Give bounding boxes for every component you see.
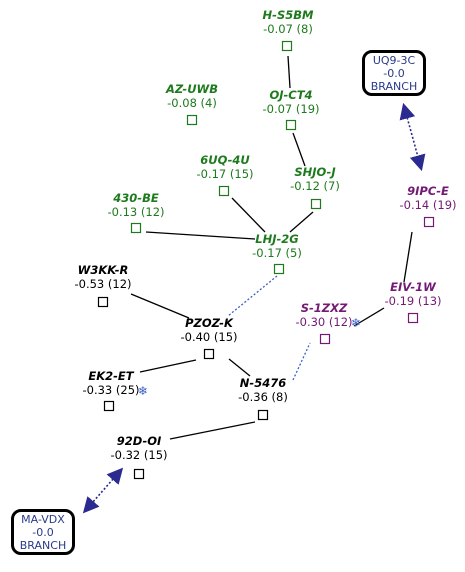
edge-ojct4-shjoj xyxy=(292,132,306,167)
node-shjoj[interactable]: SHJO-J-0.12 (7) xyxy=(290,165,340,210)
edge-n5476-s1zxz xyxy=(292,342,311,381)
node-value: -0.08 (4) xyxy=(167,96,217,110)
node-name: W3KK-R xyxy=(78,263,129,277)
branch-label: BRANCH xyxy=(19,538,67,552)
node-6uq4u[interactable]: 6UQ-4U-0.17 (15) xyxy=(196,153,254,197)
node-value: -0.30 (12) xyxy=(295,315,352,329)
edge-pzozk-n5476 xyxy=(228,358,251,377)
node-ojct4[interactable]: OJ-CT4-0.07 (19) xyxy=(262,88,320,131)
edge-eiv1w-9ipce xyxy=(403,231,413,283)
branch-value: -0.0 xyxy=(383,66,405,80)
node-value: -0.53 (12) xyxy=(74,277,131,291)
node-name: AZ-UWB xyxy=(165,82,218,96)
node-name: EK2-ET xyxy=(88,369,134,383)
node-marker xyxy=(103,400,115,412)
edge-lhj2g-pzozk xyxy=(227,275,278,317)
node-marker xyxy=(285,119,297,131)
node-marker xyxy=(218,185,230,197)
node-value: -0.13 (12) xyxy=(107,205,164,219)
node-name: 6UQ-4U xyxy=(200,153,250,167)
node-value: -0.17 (5) xyxy=(252,246,302,260)
node-n5476[interactable]: N-5476-0.36 (8) xyxy=(238,376,288,421)
node-value: -0.17 (15) xyxy=(196,167,253,181)
edge-w3kkr-pzozk xyxy=(130,293,190,319)
node-ek2et[interactable]: EK2-ET-0.33 (25)❄ xyxy=(82,369,148,412)
edge-s1zxz-eiv1w xyxy=(353,307,385,327)
node-hs5bm[interactable]: H-S5BM-0.07 (8) xyxy=(263,8,314,52)
node-value: -0.12 (7) xyxy=(290,179,340,193)
node-92doi[interactable]: 92D-OI-0.32 (15) xyxy=(110,434,168,480)
node-marker xyxy=(273,263,285,275)
node-marker xyxy=(257,409,269,421)
node-name: H-S5BM xyxy=(263,8,314,22)
node-name: OJ-CT4 xyxy=(269,88,312,102)
node-pzozk[interactable]: PZOZ-K-0.40 (15) xyxy=(180,316,238,360)
node-marker xyxy=(203,348,215,360)
node-value: -0.33 (25) xyxy=(82,383,139,397)
node-9ipce[interactable]: 9IPC-E-0.14 (19) xyxy=(399,184,457,228)
node-value: -0.40 (15) xyxy=(180,330,237,344)
node-marker xyxy=(97,296,109,308)
node-eiv1w[interactable]: EIV-1W-0.19 (13) xyxy=(384,280,442,324)
node-value: -0.14 (19) xyxy=(399,198,456,212)
node-marker xyxy=(186,114,198,126)
node-marker xyxy=(281,40,293,52)
edges xyxy=(82,55,426,514)
node-value: -0.32 (15) xyxy=(110,448,167,462)
node-azuwb[interactable]: AZ-UWB-0.08 (4) xyxy=(165,82,218,126)
node-name: PZOZ-K xyxy=(185,316,234,330)
edge-430be-lhj2g xyxy=(145,231,256,240)
node-w3kkr[interactable]: W3KK-R-0.53 (12) xyxy=(74,263,132,308)
branch-link-uq93c xyxy=(399,102,426,172)
node-marker xyxy=(319,333,331,345)
node-name: N-5476 xyxy=(240,376,286,390)
edge-n5476-92doi xyxy=(169,421,256,440)
branch-value: -0.0 xyxy=(32,525,54,539)
branch-name: UQ9-3C xyxy=(372,53,416,67)
branch-link-mavdx xyxy=(82,467,124,514)
edge-pzozk-ek2et xyxy=(139,359,197,373)
node-marker xyxy=(133,468,145,480)
snowflake-icon: ❄ xyxy=(351,316,361,330)
edge-shjoj-lhj2g xyxy=(289,211,314,233)
node-value: -0.36 (8) xyxy=(238,390,288,404)
snowflake-icon: ❄ xyxy=(138,384,148,398)
branch-label: BRANCH xyxy=(370,79,418,93)
node-name: 9IPC-E xyxy=(407,184,449,198)
node-value: -0.07 (19) xyxy=(262,102,319,116)
node-name: EIV-1W xyxy=(390,280,437,294)
node-marker xyxy=(423,216,435,228)
node-name: LHJ-2G xyxy=(255,232,298,246)
branch-box-mavdx[interactable]: MA-VDX -0.0 BRANCH xyxy=(11,509,75,555)
node-marker xyxy=(130,222,142,234)
node-430be[interactable]: 430-BE-0.13 (12) xyxy=(107,191,165,234)
node-name: S-1ZXZ xyxy=(301,301,348,315)
node-marker xyxy=(407,312,419,324)
branch-box-uq93c[interactable]: UQ9-3C -0.0 BRANCH xyxy=(362,50,426,96)
node-name: SHJO-J xyxy=(294,165,336,179)
node-lhj2g[interactable]: LHJ-2G-0.17 (5) xyxy=(252,232,302,275)
node-name: 430-BE xyxy=(112,191,159,205)
node-marker xyxy=(310,198,322,210)
node-s1zxz[interactable]: S-1ZXZ-0.30 (12)❄ xyxy=(295,301,361,345)
node-value: -0.19 (13) xyxy=(384,294,441,308)
edge-hs5bm-ojct4 xyxy=(287,55,291,89)
edge-6uq4u-lhj2g xyxy=(231,197,266,233)
branch-name: MA-VDX xyxy=(21,512,65,526)
node-value: -0.07 (8) xyxy=(263,22,313,36)
node-name: 92D-OI xyxy=(117,434,162,448)
nodes: H-S5BM-0.07 (8)OJ-CT4-0.07 (19)AZ-UWB-0.… xyxy=(74,8,457,480)
